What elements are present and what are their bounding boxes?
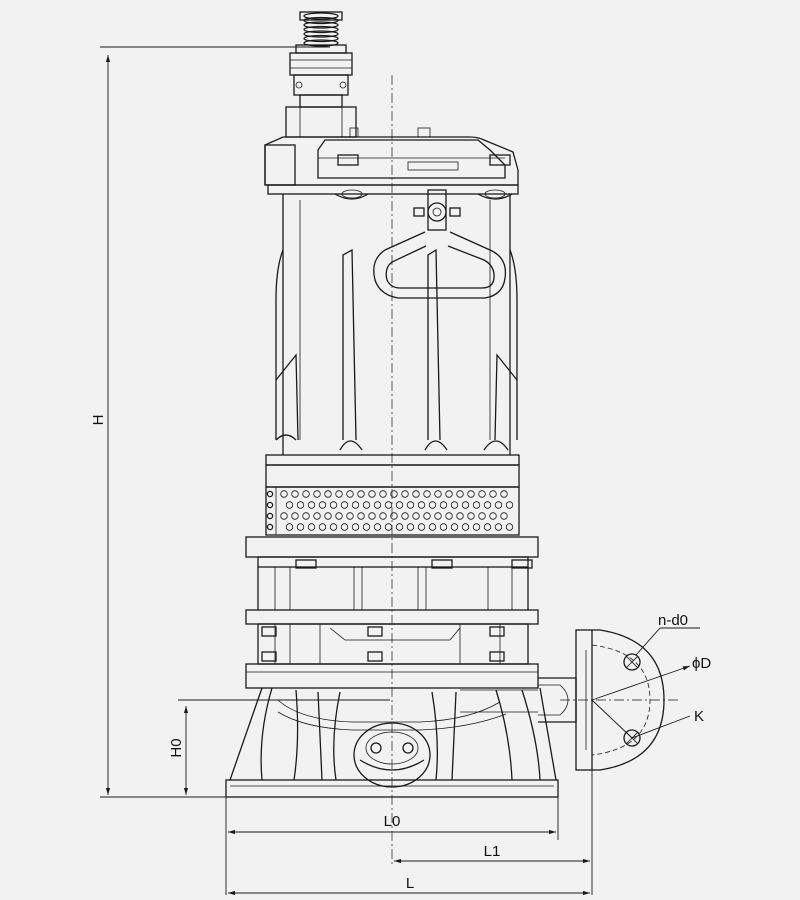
lifting-handle (373, 189, 507, 299)
dimension-lines (100, 46, 593, 896)
perforated-band (265, 486, 520, 536)
top-cover (264, 127, 519, 200)
label-phi-D: ϕD (692, 655, 711, 672)
label-H: H (90, 415, 107, 426)
center-lines (391, 75, 680, 865)
middle-flanges (245, 536, 539, 689)
label-L0: L0 (384, 813, 401, 830)
label-H0: H0 (168, 738, 185, 757)
label-L: L (406, 875, 414, 892)
cable-gland (285, 11, 357, 138)
motor-housing (265, 194, 520, 488)
discharge-outlet (460, 627, 700, 771)
label-n-d0: n-d0 (658, 612, 688, 629)
label-K: K (694, 708, 704, 725)
pump-casing (225, 687, 559, 798)
dimension-labels: H H0 L0 L1 L n-d0 ϕD K (90, 415, 711, 892)
label-L1: L1 (484, 843, 501, 860)
